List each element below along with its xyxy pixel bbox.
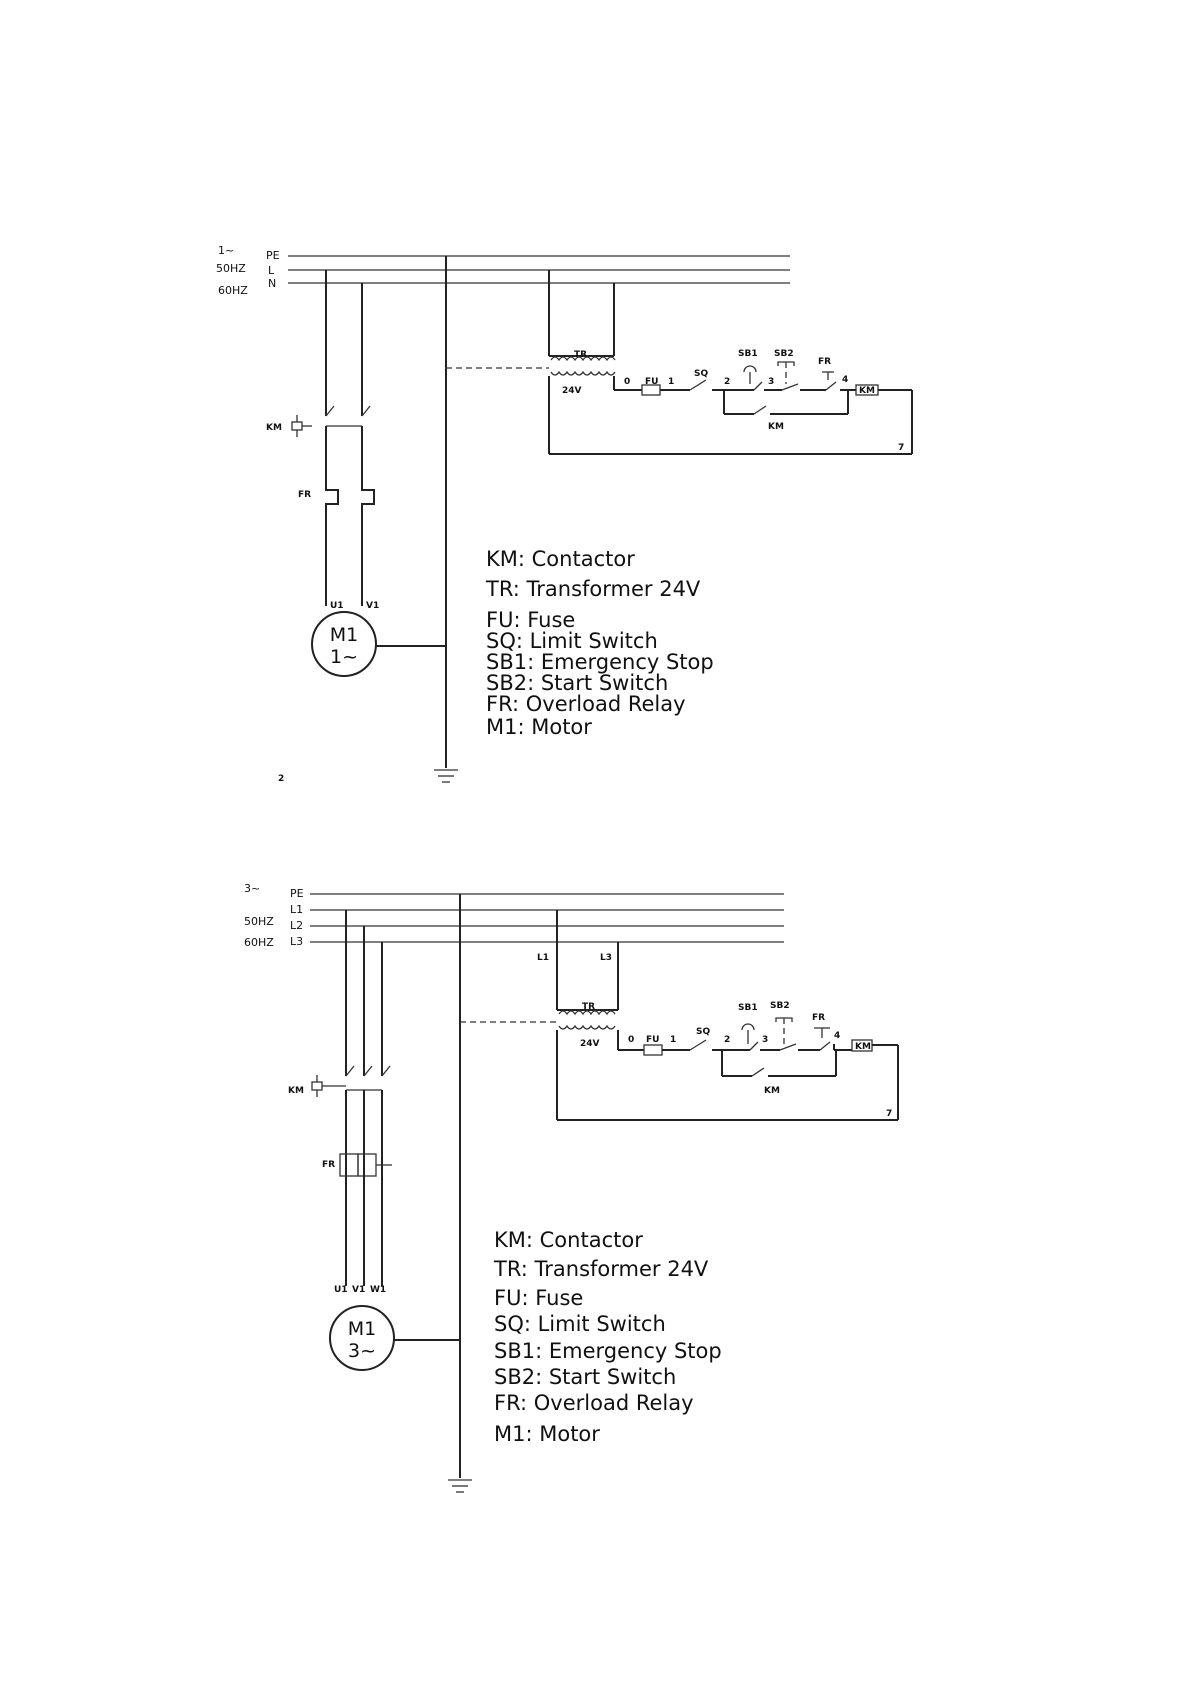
legend-item: FR: Overload Relay <box>486 692 686 716</box>
km-power-label: KM <box>266 423 282 433</box>
bus-bars <box>288 255 790 284</box>
legend: KM: Contactor TR: Transformer 24V FU: Fu… <box>493 1228 722 1446</box>
node-4: 4 <box>834 1031 840 1041</box>
node-3: 3 <box>762 1035 768 1045</box>
bus-label-n: N <box>268 277 276 290</box>
fr-ctrl-label: FR <box>812 1013 825 1023</box>
terminal-w1: W1 <box>370 1285 386 1295</box>
fr-ctrl-label: FR <box>818 357 831 367</box>
motor-m1: M1 1~ <box>311 611 446 677</box>
node-2: 2 <box>724 377 730 387</box>
fu-label: FU <box>646 1035 659 1045</box>
node-1: 1 <box>668 377 674 387</box>
sb1-label: SB1 <box>738 1003 758 1013</box>
bus-label-l2: L2 <box>290 919 303 932</box>
km-contact-label: KM <box>768 422 784 432</box>
bus-label-l3: L3 <box>290 935 303 948</box>
motor-name: M1 <box>330 624 358 646</box>
legend-item: TR: Transformer 24V <box>493 1257 709 1281</box>
pe-ground-line <box>434 256 458 783</box>
node-7: 7 <box>886 1109 892 1119</box>
sb1-label: SB1 <box>738 349 758 359</box>
node-2: 2 <box>724 1035 730 1045</box>
km-coil-label: KM <box>855 1042 871 1052</box>
motor-phase: 1~ <box>330 646 358 668</box>
supply-freq-50-label: 50HZ <box>216 262 246 275</box>
km-power-label: KM <box>288 1086 304 1096</box>
control-circuit <box>446 270 913 455</box>
legend-item: SQ: Limit Switch <box>486 629 658 653</box>
legend-item: FU: Fuse <box>494 1286 583 1310</box>
supply-freq-50-label: 50HZ <box>244 915 274 928</box>
sq-label: SQ <box>696 1027 710 1037</box>
legend-item: SB2: Start Switch <box>494 1365 676 1389</box>
bus-label-pe: PE <box>290 887 304 900</box>
terminal-u1: U1 <box>330 601 344 611</box>
v24-label: 24V <box>580 1039 600 1049</box>
motor-name: M1 <box>348 1318 376 1340</box>
node-3: 3 <box>768 377 774 387</box>
node-7: 7 <box>898 443 904 453</box>
legend-item: FR: Overload Relay <box>494 1391 694 1415</box>
legend-item: KM: Contactor <box>486 547 635 571</box>
legend-item: KM: Contactor <box>494 1228 643 1252</box>
terminal-v1: V1 <box>352 1285 365 1295</box>
v24-label: 24V <box>562 386 582 396</box>
legend-item: M1: Motor <box>494 1422 600 1446</box>
power-circuit <box>311 910 392 1286</box>
supply-phase-label: 1~ <box>218 244 234 257</box>
legend-item: SB1: Emergency Stop <box>486 650 714 674</box>
tr-tap-l1: L1 <box>537 953 549 963</box>
diagram-single-phase: 1~ 50HZ 60HZ PE L N KM FR U1 V1 <box>216 244 913 784</box>
pe-ground-line <box>448 894 472 1493</box>
tr-label: TR <box>574 350 587 360</box>
tr-tap-l3: L3 <box>600 953 612 963</box>
control-circuit <box>460 910 899 1121</box>
bus-label-l: L <box>268 264 275 277</box>
node-1: 1 <box>670 1035 676 1045</box>
fr-power-label: FR <box>322 1160 335 1170</box>
supply-phase-label: 3~ <box>244 882 260 895</box>
terminal-v1: V1 <box>366 601 379 611</box>
legend: KM: Contactor TR: Transformer 24V FU: Fu… <box>485 547 714 739</box>
fu-label: FU <box>645 377 658 387</box>
sb2-label: SB2 <box>770 1001 790 1011</box>
km-contact-label: KM <box>764 1086 780 1096</box>
tr-label: TR <box>582 1002 595 1012</box>
bus-bars <box>310 893 784 943</box>
motor-m1: M1 3~ <box>329 1305 460 1371</box>
bus-label-pe: PE <box>266 249 280 262</box>
legend-item: M1: Motor <box>486 715 592 739</box>
legend-item: SB2: Start Switch <box>486 671 668 695</box>
terminal-u1: U1 <box>334 1285 348 1295</box>
supply-freq-60-label: 60HZ <box>218 284 248 297</box>
km-coil-label: KM <box>859 386 875 396</box>
node-0: 0 <box>624 377 630 387</box>
node-4: 4 <box>842 375 848 385</box>
page-mark: 2 <box>278 774 284 784</box>
sq-label: SQ <box>694 369 708 379</box>
legend-item: FU: Fuse <box>486 608 575 632</box>
diagram-three-phase: 3~ 50HZ 60HZ PE L1 L2 L3 KM FR U1 <box>244 882 899 1493</box>
legend-item: SB1: Emergency Stop <box>494 1339 722 1363</box>
supply-freq-60-label: 60HZ <box>244 936 274 949</box>
sb2-label: SB2 <box>774 349 794 359</box>
power-circuit <box>291 270 375 606</box>
legend-item: TR: Transformer 24V <box>485 577 701 601</box>
bus-label-l1: L1 <box>290 903 303 916</box>
legend-item: SQ: Limit Switch <box>494 1312 666 1336</box>
motor-phase: 3~ <box>348 1340 376 1362</box>
fr-power-label: FR <box>298 490 311 500</box>
node-0: 0 <box>628 1035 634 1045</box>
